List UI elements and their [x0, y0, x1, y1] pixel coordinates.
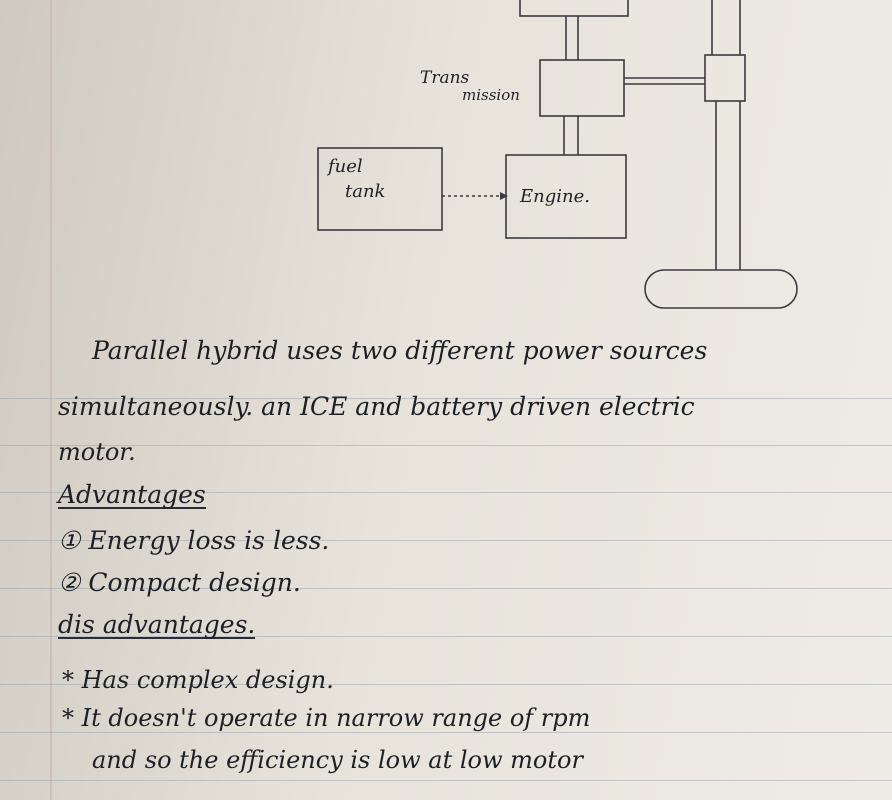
- engine-label: Engine.: [520, 186, 590, 207]
- advantage-2: ② Compact design.: [58, 568, 301, 597]
- ruled-line: [0, 492, 892, 493]
- text-line-1: Parallel hybrid uses two different power…: [92, 336, 708, 365]
- axle-wheel: [644, 269, 798, 309]
- heading-advantages: Advantages: [58, 480, 206, 509]
- disadvantage-2-continued: and so the efficiency is low at low moto…: [92, 746, 583, 774]
- transmission-box: [539, 59, 625, 117]
- hybrid-diagram: [317, 0, 798, 309]
- transmission-label-1: Trans: [420, 68, 470, 88]
- fuel-arrow: [500, 192, 508, 200]
- fuel-label-2: tank: [345, 181, 386, 202]
- margin-line: [50, 0, 52, 800]
- disadvantage-1: * Has complex design.: [62, 666, 334, 694]
- side-box: [704, 54, 746, 102]
- top-box: [519, 0, 629, 17]
- fuel-label-1: fuel: [328, 156, 363, 177]
- transmission-label-2: mission: [462, 86, 520, 104]
- ruled-line: [0, 398, 892, 399]
- ruled-line: [0, 684, 892, 685]
- fuel-tank-box: [317, 147, 443, 231]
- ruled-line: [0, 540, 892, 541]
- heading-disadvantages: dis advantages.: [58, 610, 256, 639]
- text-line-3: motor.: [58, 438, 136, 466]
- advantage-1: ① Energy loss is less.: [58, 526, 330, 555]
- ruled-line: [0, 732, 892, 733]
- disadvantage-2: * It doesn't operate in narrow range of …: [62, 704, 591, 732]
- ruled-line: [0, 588, 892, 589]
- ruled-line: [0, 636, 892, 637]
- ruled-line: [0, 445, 892, 446]
- ruled-line: [0, 780, 892, 781]
- text-line-2: simultaneously. an ICE and battery drive…: [58, 392, 695, 421]
